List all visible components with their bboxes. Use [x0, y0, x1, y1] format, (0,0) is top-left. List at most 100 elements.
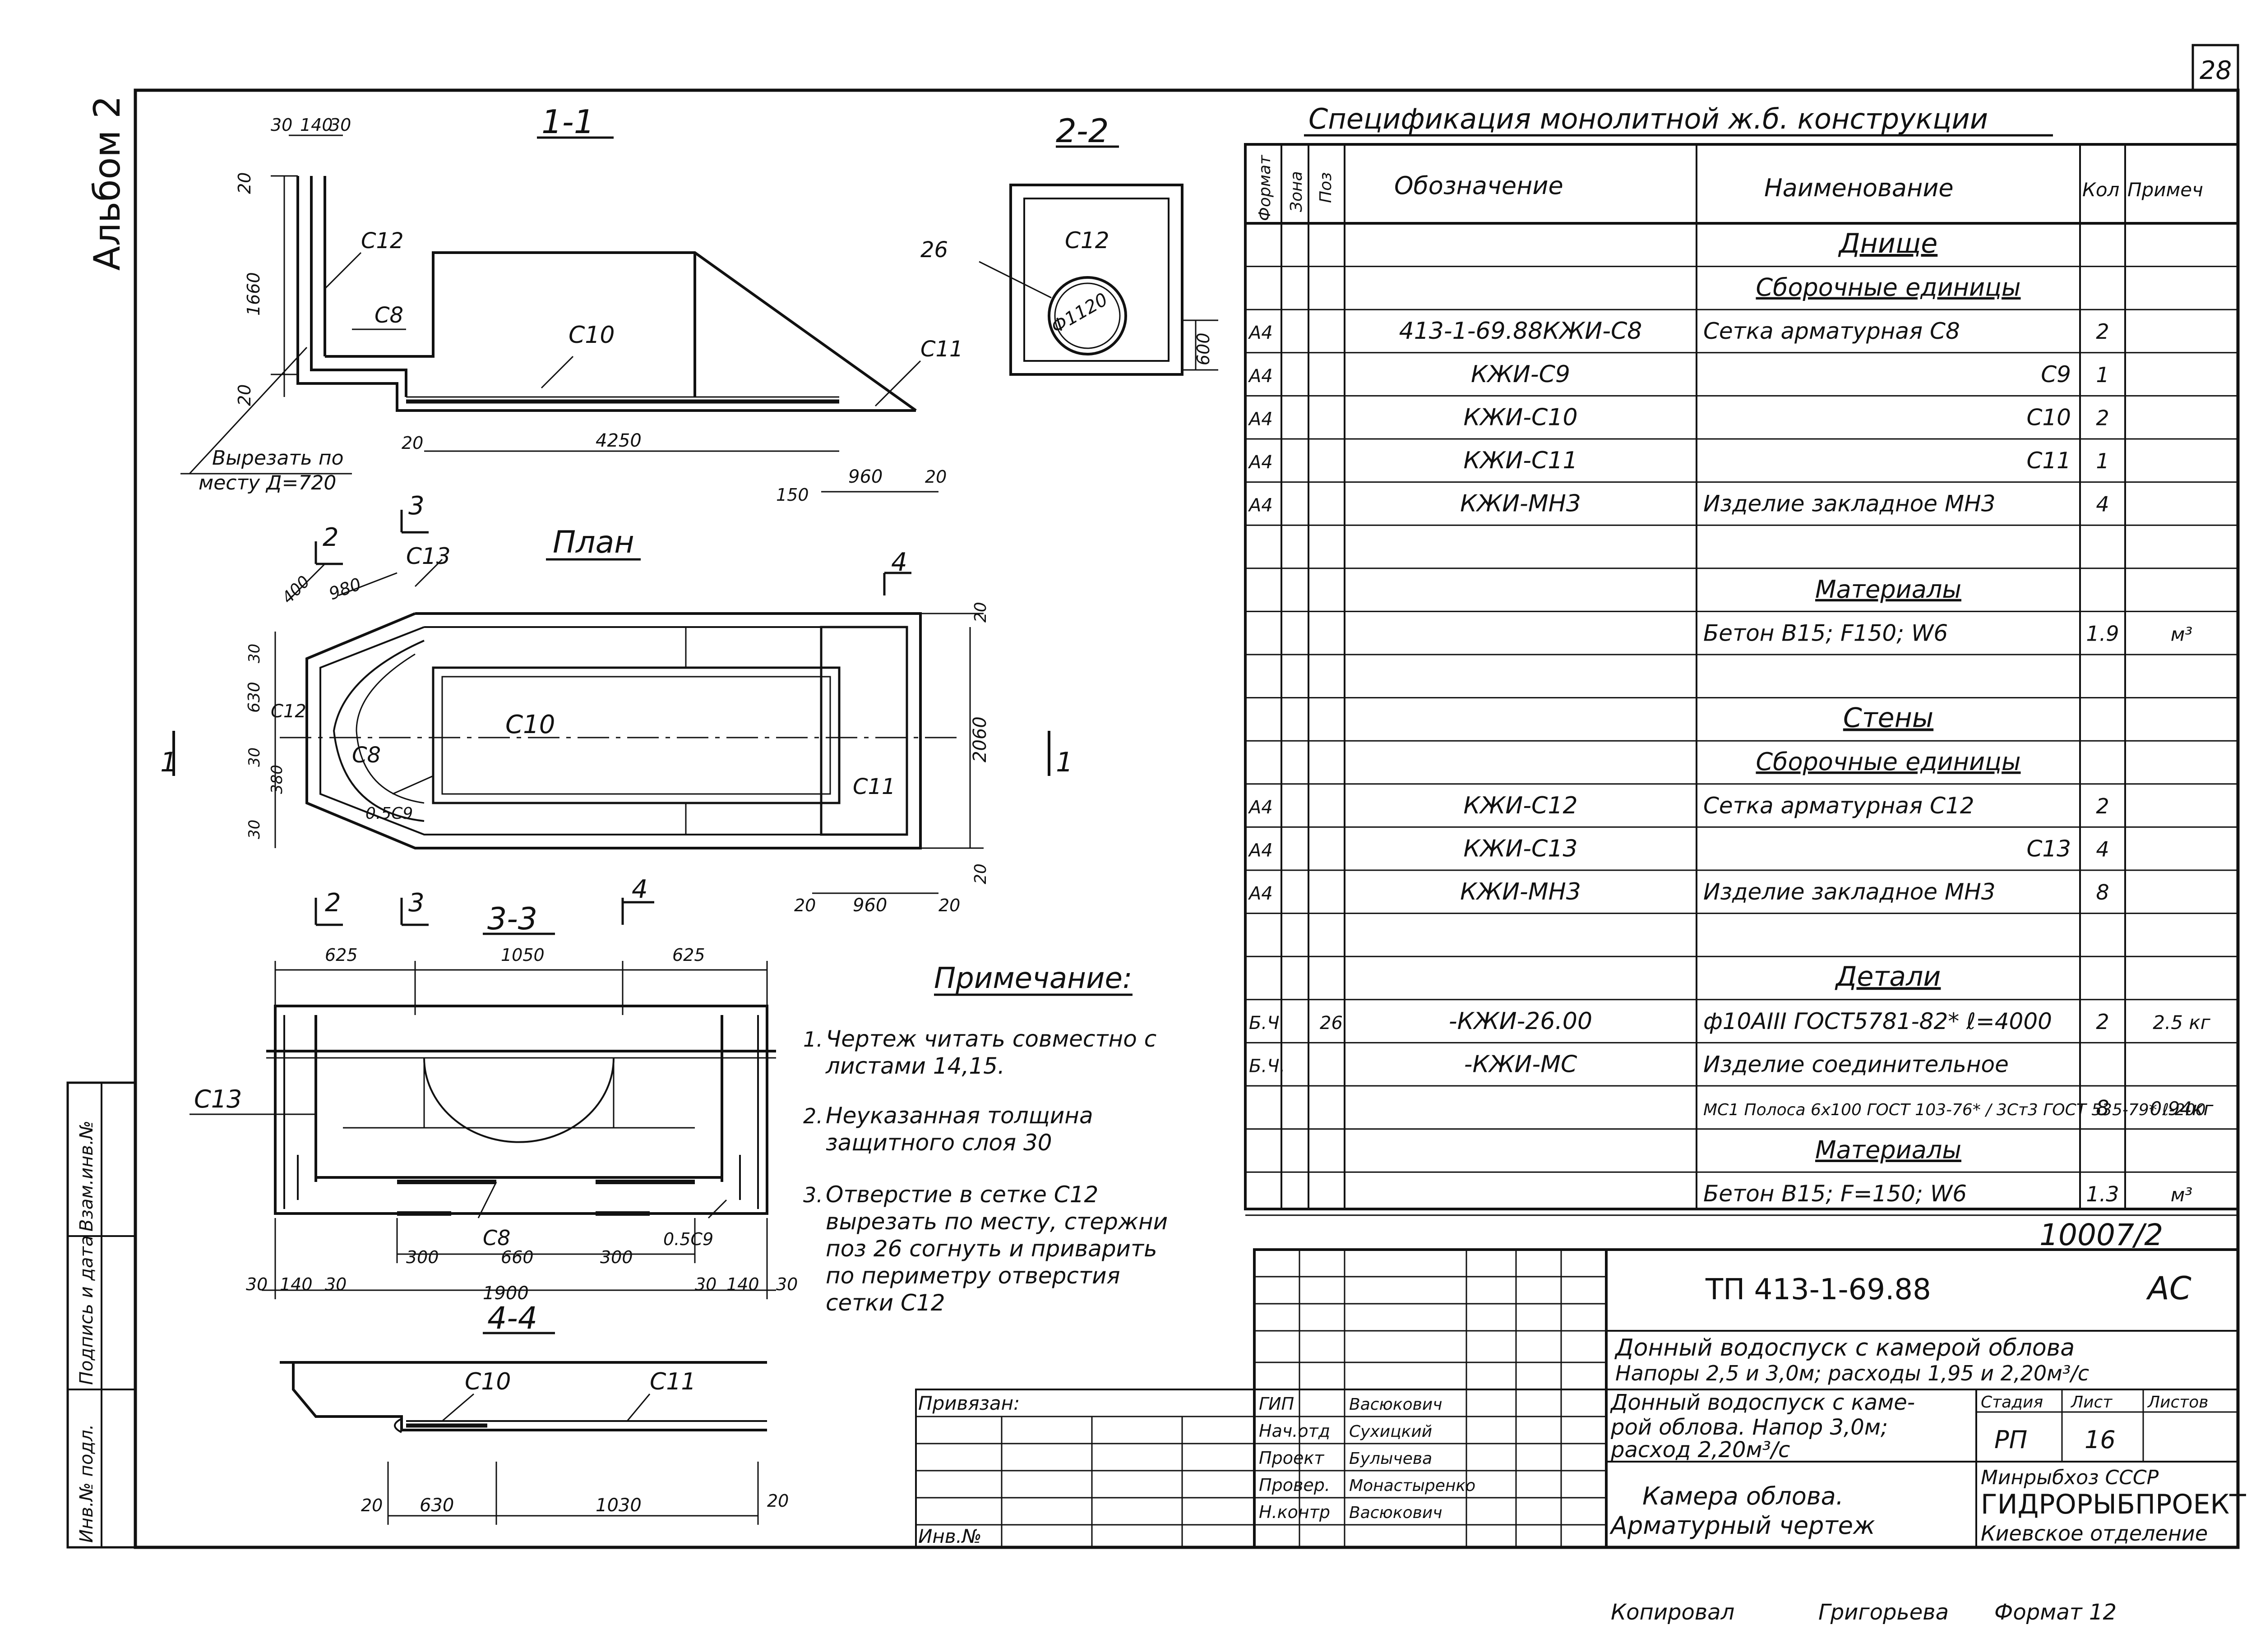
section-title: 4-4: [487, 1301, 537, 1336]
spec-cell-designation: КЖИ-С12: [1463, 792, 1577, 819]
dim-label: 30: [271, 115, 292, 135]
spec-cell-designation: КЖИ-С13: [1463, 835, 1577, 862]
spec-cell-name: Материалы: [1815, 575, 1961, 604]
title-block: 10007/2: [915, 1218, 2246, 1549]
drawing-name: Камера облова.: [1642, 1482, 1844, 1510]
plan-view: План 2 3 4 1 1 400 980 30 630 30 380 30 …: [160, 491, 1073, 916]
spec-cell-note: м³: [2171, 623, 2193, 645]
dim-label: 30: [776, 1274, 798, 1294]
spec-cell-name: Сетка арматурная С8: [1703, 318, 1960, 344]
spec-cell-name: С11: [2026, 448, 2071, 474]
dim-label: 625: [672, 945, 705, 965]
dim-label: 960: [848, 466, 883, 487]
spec-row: МС1 Полоса 6х100 ГОСТ 103-76* / 3Ст3 ГОС…: [1703, 1096, 2214, 1120]
cut-mark: 1: [160, 747, 177, 778]
rebar-mark: С10: [505, 710, 555, 739]
side-stamp-field: Инв.№ подл.: [76, 1424, 97, 1543]
section-4-4: 4-4 20 630 1030 20 С10 С11: [280, 1301, 789, 1525]
note-line: поз 26 согнуть и приварить: [826, 1236, 1157, 1262]
spec-cell-name: МС1 Полоса 6х100 ГОСТ 103-76* / 3Ст3 ГОС…: [1703, 1101, 2206, 1119]
rebar-mark: С10: [569, 322, 615, 349]
spec-cell-designation: КЖИ-С10: [1463, 404, 1577, 431]
sheet-label: Лист: [2070, 1393, 2113, 1412]
rebar-mark: С13: [406, 543, 451, 569]
rebar-mark: С11: [920, 337, 963, 362]
sheet-frame: [134, 88, 2240, 1549]
spec-cell-format: А4: [1248, 797, 1273, 818]
dim-label: 20: [235, 172, 254, 194]
spec-cell-note: м³: [2171, 1184, 2193, 1206]
cut-mark: 4: [891, 548, 907, 577]
dim-label: 1900: [483, 1283, 529, 1304]
stage-value: РП: [1994, 1426, 2027, 1454]
note-line: по периметру отверстия: [826, 1263, 1120, 1289]
sheet-number: 16: [2085, 1426, 2116, 1454]
dim-label: 30: [325, 1274, 347, 1294]
org-name: Минрыбхоз СССР: [1981, 1466, 2159, 1489]
dim-label: 625: [325, 945, 358, 965]
spec-row: Материалы: [1815, 1136, 1961, 1164]
rebar-mark: С8: [352, 743, 381, 768]
dim-label: 600: [1193, 332, 1213, 365]
dim-label: 140: [300, 115, 333, 135]
notes-title: Примечание:: [934, 962, 1132, 995]
cut-mark: 1: [1056, 747, 1073, 778]
rebar-mark: С12: [271, 701, 306, 722]
section-title: 2-2: [1056, 112, 1109, 150]
role-person: Васюкович: [1349, 1395, 1442, 1414]
spec-cell-designation: КЖИ-С11: [1463, 447, 1577, 474]
copied-by-label: Копировал: [1611, 1600, 1734, 1625]
spec-cell-format: Б.Ч: [1249, 1013, 1280, 1034]
rebar-mark: 0.5С9: [663, 1229, 713, 1249]
sheet-desc: рой облова. Напор 3,0м;: [1610, 1415, 1888, 1440]
dim-label: 1030: [596, 1495, 642, 1516]
role-person: Сухицкий: [1349, 1422, 1432, 1441]
side-stamp-field: Взам.инв.№: [76, 1121, 97, 1232]
sheets-label: Листов: [2147, 1393, 2208, 1412]
copier-name: Григорьева: [1818, 1600, 1949, 1625]
note-num: 1.: [803, 1027, 823, 1052]
spec-cell-name: Днище: [1838, 228, 1938, 259]
dim-label: 630: [245, 682, 264, 713]
spec-header-format: Формат: [1256, 155, 1274, 221]
rebar-mark: С12: [1065, 227, 1110, 254]
spec-cell-name: Сборочные единицы: [1756, 273, 2020, 302]
cut-note: месту Д=720: [199, 471, 336, 494]
spec-cell-format: А4: [1248, 323, 1273, 343]
spec-cell-designation: КЖИ-МН3: [1460, 490, 1581, 517]
spec-row: Материалы: [1815, 575, 1961, 604]
spec-title: Спецификация монолитной ж.б. конструкции: [1308, 102, 1988, 135]
dim-label: 150: [776, 485, 809, 505]
spec-cell-format: А4: [1248, 840, 1273, 861]
note-line: Отверстие в сетке С12: [826, 1181, 1098, 1208]
role-title: ГИП: [1259, 1394, 1294, 1414]
spec-cell-qty: 1.9: [2086, 621, 2119, 646]
inv-label: Инв.№: [918, 1525, 982, 1547]
dim-label: 30: [245, 748, 264, 767]
role-title: Н.контр: [1259, 1502, 1330, 1522]
spec-cell-designation: КЖИ-МН3: [1460, 878, 1581, 905]
title-suffix: АС: [2146, 1270, 2191, 1307]
sheet-desc: Донный водоспуск с каме-: [1610, 1390, 1915, 1415]
section-title: 1-1: [541, 103, 595, 141]
section-title: 3-3: [487, 901, 537, 937]
spec-cell-name: ф10АIII ГОСТ5781-82* ℓ=4000: [1703, 1008, 2052, 1034]
cut-mark: 3: [408, 888, 425, 918]
note-line: вырезать по месту, стержни: [826, 1209, 1168, 1235]
spec-cell-format: А4: [1248, 409, 1273, 429]
page-number: 28: [2200, 56, 2232, 85]
note-line: защитного слоя 30: [826, 1130, 1052, 1156]
spec-cell-name: Сборочные единицы: [1756, 748, 2020, 776]
spec-cell-name: Изделие соединительное: [1703, 1051, 2009, 1077]
dim-label: 20: [971, 863, 990, 884]
sheet-desc: расход 2,20м³/с: [1610, 1437, 1790, 1463]
role-title: Нач.отд: [1259, 1421, 1330, 1441]
spec-row: Детали: [1835, 961, 1941, 992]
spec-cell-qty: 1: [2096, 449, 2109, 473]
